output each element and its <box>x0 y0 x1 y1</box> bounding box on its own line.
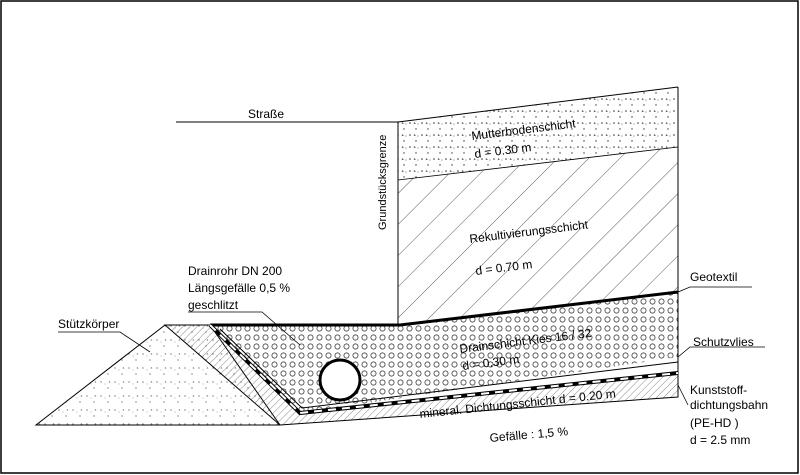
property-boundary-label: Grundstücksgrenze <box>377 135 389 230</box>
protective-fleece-label: Schutzvlies <box>693 335 754 349</box>
plastic-liner-label-2: dichtungsbahn <box>690 398 768 412</box>
surface-line <box>397 86 679 123</box>
drainpipe-label-2: Längsgefälle 0,5 % <box>188 281 290 295</box>
drainpipe-label-1: Drainrohr DN 200 <box>188 264 282 278</box>
drain-pipe-icon <box>318 358 362 402</box>
recultivation-layer <box>398 147 678 325</box>
kunststoff-leader <box>677 384 689 406</box>
geotextile-line <box>210 290 679 327</box>
drainpipe-label-3: geschlitzt <box>188 298 239 312</box>
topsoil-boundary <box>397 146 679 181</box>
plastic-liner-label-3: (PE-HD ) <box>690 416 739 430</box>
embankment-label: Stützkörper <box>58 317 119 331</box>
plastic-liner-dashes <box>209 324 679 415</box>
street-label: Straße <box>248 107 284 121</box>
geotextil-leader <box>677 286 752 293</box>
drainage-layer-thickness-label: d = 0.30 m <box>462 352 520 373</box>
geotextile-label: Geotextil <box>690 270 737 284</box>
topsoil-thickness-label: d = 0.30 m <box>474 140 532 161</box>
protective-fleece-line <box>219 328 679 409</box>
topsoil-layer <box>398 87 678 180</box>
slope-label: Gefälle : 1,5 % <box>489 424 569 445</box>
plastic-liner-label-4: d = 2.5 mm <box>690 433 750 447</box>
recultivation-thickness-label: d = 0.70 m <box>475 257 533 278</box>
schutzvlies-leader <box>677 346 765 358</box>
stuetzkoerper-leader <box>58 331 151 353</box>
plastic-liner-label-1: Kunststoff- <box>690 383 747 397</box>
drainrohr-leader <box>188 311 301 346</box>
